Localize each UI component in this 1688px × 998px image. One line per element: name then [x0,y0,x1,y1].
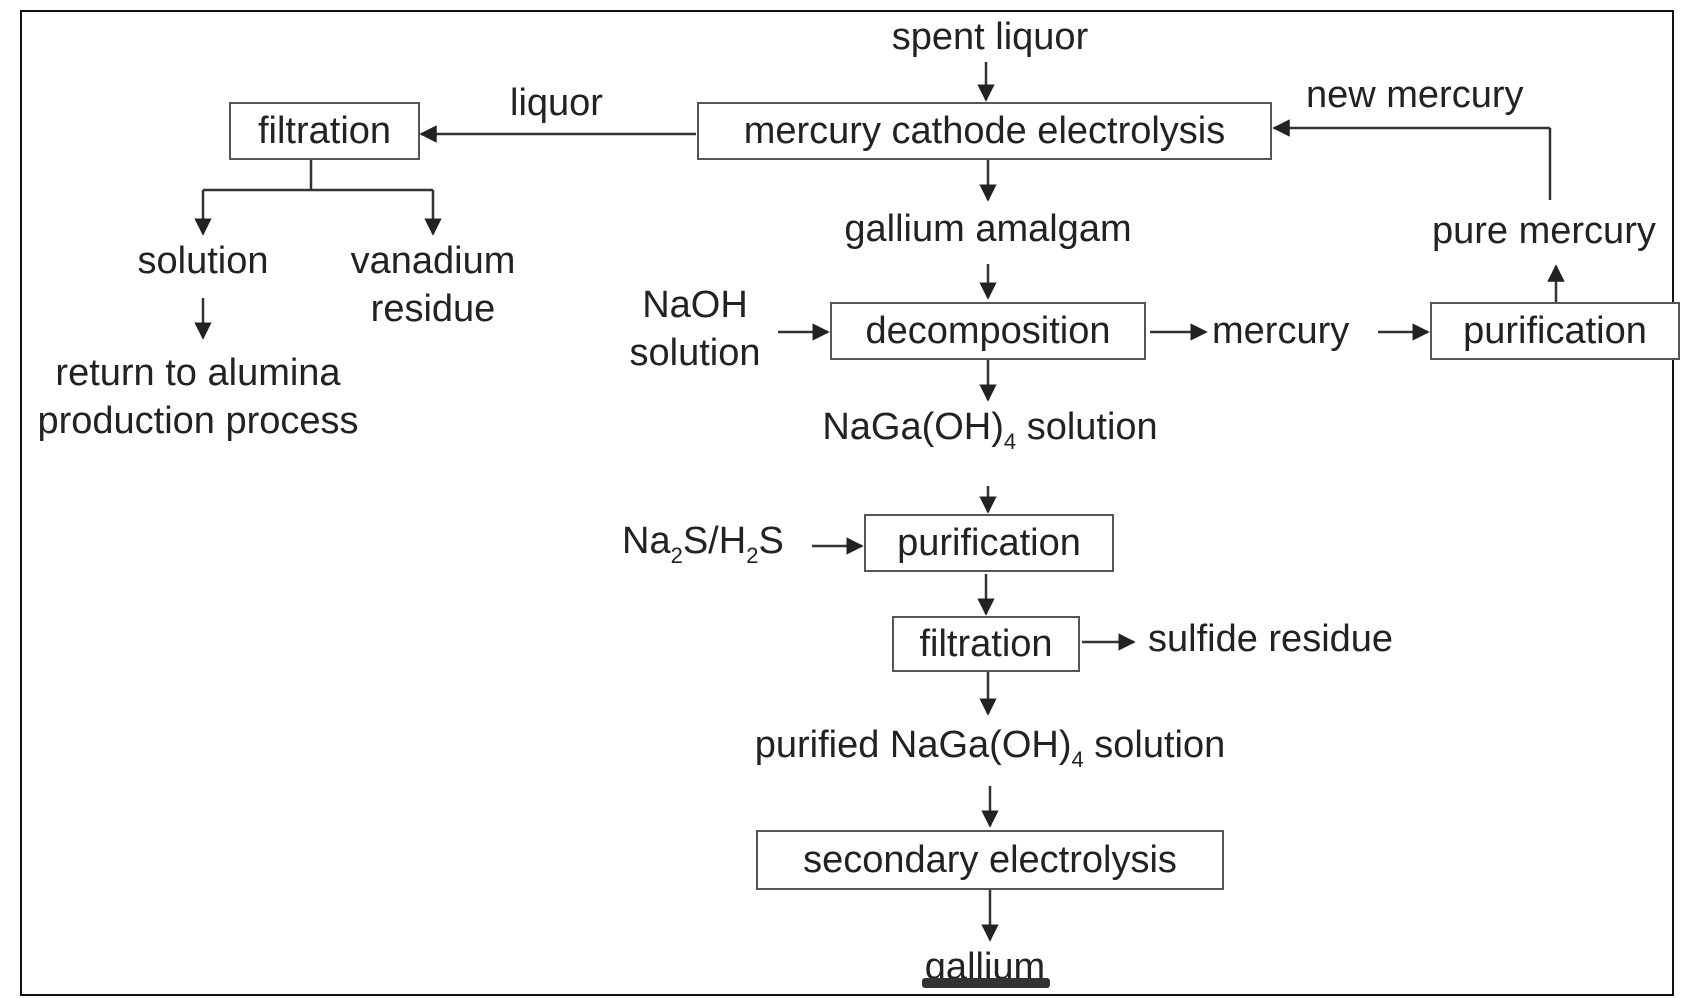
box-secondary-electrolysis: secondary electrolysis [756,830,1224,890]
box-purification-right: purification [1430,302,1680,360]
box-mercury-cathode-label: mercury cathode electrolysis [743,109,1226,152]
box-purification-mid: purification [864,514,1114,572]
label-na2s-h2s: Na2S/H2S [622,520,784,568]
label-pure-mercury: pure mercury [1432,210,1656,252]
label-naoh-solution: NaOH solution [629,284,761,374]
box-secondary-electrolysis-label: secondary electrolysis [803,838,1177,881]
diagram-frame [20,10,1674,996]
label-vanadium-residue: vanadium residue [350,240,516,330]
box-decomposition: decomposition [830,302,1146,360]
label-naga-solution: NaGa(OH)4 solution [822,406,1158,454]
box-decomposition-label: decomposition [865,309,1111,352]
gallium-underline [922,978,1050,988]
label-new-mercury: new mercury [1306,74,1524,116]
label-solution: solution [137,240,269,282]
label-return-to-alumina: return to alumina production process [37,352,359,442]
box-purification-right-label: purification [1463,309,1647,352]
box-mercury-cathode-electrolysis: mercury cathode electrolysis [697,102,1272,160]
box-filtration-top-label: filtration [257,109,392,152]
label-mercury: mercury [1212,310,1350,352]
box-filtration-mid-label: filtration [919,622,1053,665]
label-gallium-amalgam: gallium amalgam [844,208,1132,250]
box-filtration-top: filtration [229,102,420,160]
label-liquor: liquor [510,82,603,124]
box-purification-mid-label: purification [897,521,1081,564]
label-sulfide-residue: sulfide residue [1148,618,1394,660]
label-spent-liquor: spent liquor [891,16,1089,58]
box-filtration-mid: filtration [892,616,1080,672]
label-purified-naga-solution: purified NaGa(OH)4 solution [754,724,1226,772]
